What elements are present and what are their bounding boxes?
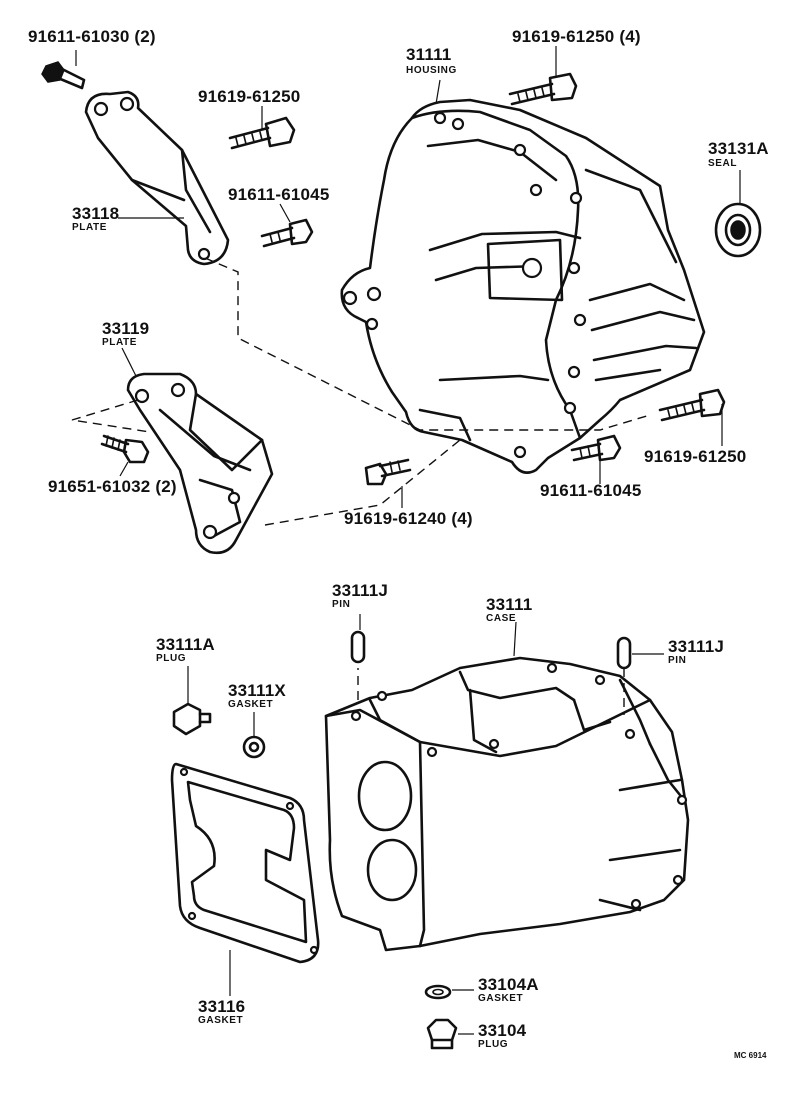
gasket-33104a — [424, 984, 452, 1000]
housing-31111 — [340, 98, 706, 474]
label-case-part-number: 33111 — [486, 595, 533, 614]
leader-lines — [75, 46, 741, 1035]
label-plug-33111a-name: PLUG — [156, 653, 187, 664]
label-bolt-91619-61250-right: 91619-61250 — [644, 447, 747, 466]
label-gasket-33116-part-number: 33116 — [198, 997, 246, 1016]
bolt-91611-61045-bottom — [570, 434, 622, 462]
label-pin-right-part-number: 33111J — [668, 637, 725, 656]
label-pin-right-name: PIN — [668, 655, 687, 666]
label-plate-33118-part-number: 33118 — [72, 204, 120, 223]
gasket-33111x — [242, 735, 266, 759]
pin-33111j-left — [350, 630, 366, 664]
label-seal-part-number: 33131A — [708, 139, 769, 158]
bolt-91611-61030 — [41, 61, 86, 90]
gasket-33116 — [170, 762, 320, 964]
label-gasket-33111x-part-number: 33111X — [228, 681, 286, 700]
bolt-91611-61045-top — [260, 218, 314, 248]
label-bolt-91619-61240: 91619-61240 (4) — [344, 509, 473, 528]
bolt-91619-61250-right — [658, 388, 726, 422]
label-plug-33104-part-number: 33104 — [478, 1021, 527, 1040]
label-housing-part-number: 31111 — [406, 45, 452, 64]
alignment-dashed-lines — [71, 257, 651, 715]
label-housing-name: HOUSING — [406, 65, 457, 76]
plug-33104 — [426, 1018, 458, 1050]
label-plug-33104-name: PLUG — [478, 1039, 509, 1050]
pin-33111j-right — [616, 636, 632, 670]
label-bolt-91619-61250-top: 91619-61250 — [198, 87, 301, 106]
label-pin-left-part-number: 33111J — [332, 581, 389, 600]
label-plate-33119-part-number: 33119 — [102, 319, 150, 338]
label-bolt-91619-61250-4: 91619-61250 (4) — [512, 27, 641, 46]
label-plug-33111a-part-number: 33111A — [156, 635, 215, 654]
plug-33111a — [172, 702, 212, 736]
label-gasket-33111x-name: GASKET — [228, 699, 274, 710]
label-gasket-33104a-name: GASKET — [478, 993, 524, 1004]
label-bolt-91611-61030: 91611-61030 (2) — [28, 27, 156, 46]
label-bolt-91651-61032: 91651-61032 (2) — [48, 477, 177, 496]
plate-33119 — [126, 372, 274, 555]
bolt-91619-61250-4 — [508, 72, 578, 106]
bolt-91651-61032 — [100, 434, 150, 464]
label-plate-33118-name: PLATE — [72, 222, 108, 233]
label-plate-33119-name: PLATE — [102, 337, 138, 348]
label-gasket-33116-name: GASKET — [198, 1015, 244, 1026]
label-bolt-91611-61045-top: 91611-61045 — [228, 185, 330, 204]
label-pin-left-name: PIN — [332, 599, 351, 610]
case-33111 — [324, 656, 690, 952]
label-bolt-91611-61045-bottom: 91611-61045 — [540, 481, 642, 500]
label-seal-name: SEAL — [708, 158, 738, 169]
plate-33118 — [84, 90, 230, 266]
bolt-91619-61240 — [364, 458, 412, 486]
label-case-name: CASE — [486, 613, 517, 624]
figure-code: MC 6914 — [734, 1051, 767, 1060]
seal-33131a — [714, 202, 762, 258]
label-gasket-33104a-part-number: 33104A — [478, 975, 539, 994]
